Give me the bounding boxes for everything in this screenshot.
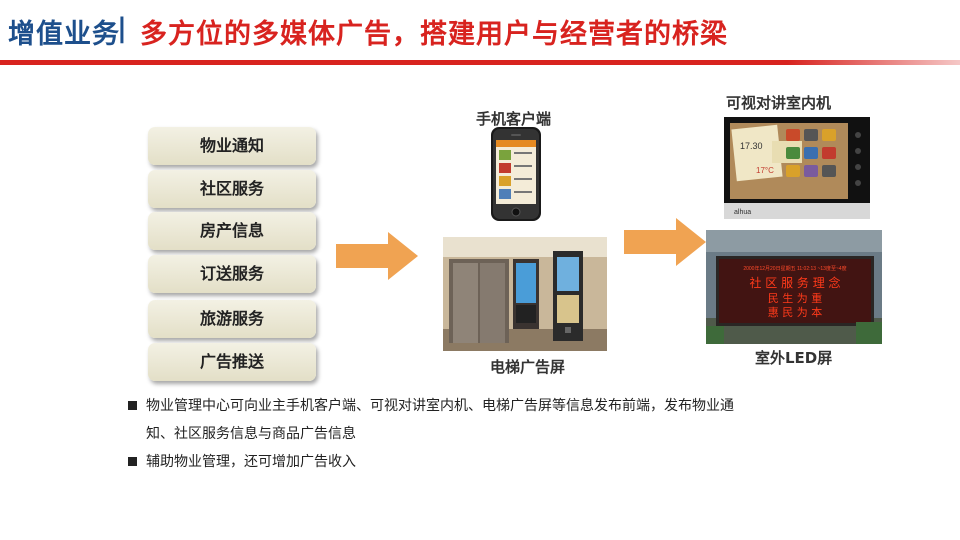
- elevator-ad-screen-image: [443, 237, 607, 351]
- list-item-continuation: 知、社区服务信息与商品广告信息: [128, 420, 848, 448]
- service-item: 房产信息: [148, 212, 316, 250]
- led-heading: 社 区 服 务 理 念: [749, 275, 840, 290]
- square-bullet-icon: [128, 457, 137, 466]
- led-caption: 室外LED屏: [755, 349, 833, 367]
- intercom-image: 17.30 17°C alhua: [724, 117, 870, 219]
- square-bullet-icon: [128, 401, 137, 410]
- phone-image: [491, 127, 541, 221]
- list-item: 辅助物业管理，还可增加广告收入: [128, 448, 848, 476]
- title-separator: |: [117, 13, 127, 44]
- arrow-right-icon: [624, 218, 706, 266]
- service-item: 旅游服务: [148, 300, 316, 338]
- section-label: 增值业务: [8, 19, 120, 50]
- service-item: 广告推送: [148, 343, 316, 381]
- intercom-caption: 可视对讲室内机: [726, 94, 832, 112]
- list-item: 物业管理中心可向业主手机客户端、可视对讲室内机、电梯广告屏等信息发布前端，发布物…: [128, 392, 848, 420]
- outdoor-led-screen-image: 2000年12月20日星期五 11:02:13 ~13度至~4度 社 区 服 务…: [706, 230, 882, 344]
- title-underline: [0, 60, 960, 65]
- intercom-temp: 17°C: [756, 166, 774, 175]
- bullet-text: 知、社区服务信息与商品广告信息: [146, 426, 356, 442]
- intercom-brand: alhua: [734, 209, 751, 216]
- led-line1: 民 生 为 重: [768, 291, 823, 305]
- led-line2: 惠 民 为 本: [768, 305, 823, 319]
- description-list: 物业管理中心可向业主手机客户端、可视对讲室内机、电梯广告屏等信息发布前端，发布物…: [128, 392, 848, 476]
- page-title: 多方位的多媒体广告，搭建用户与经营者的桥梁: [140, 19, 728, 50]
- arrow-right-icon: [336, 232, 418, 280]
- bullet-text: 物业管理中心可向业主手机客户端、可视对讲室内机、电梯广告屏等信息发布前端，发布物…: [146, 398, 734, 414]
- phone-caption: 手机客户端: [476, 110, 552, 128]
- intercom-date: 17.30: [740, 141, 763, 151]
- elevator-caption: 电梯广告屏: [490, 358, 566, 376]
- service-item: 社区服务: [148, 170, 316, 208]
- service-item: 物业通知: [148, 127, 316, 165]
- led-top-line: 2000年12月20日星期五 11:02:13 ~13度至~4度: [743, 265, 846, 272]
- bullet-text: 辅助物业管理，还可增加广告收入: [146, 454, 356, 470]
- service-item: 订送服务: [148, 255, 316, 293]
- header: 增值业务 | 多方位的多媒体广告，搭建用户与经营者的桥梁: [0, 0, 960, 65]
